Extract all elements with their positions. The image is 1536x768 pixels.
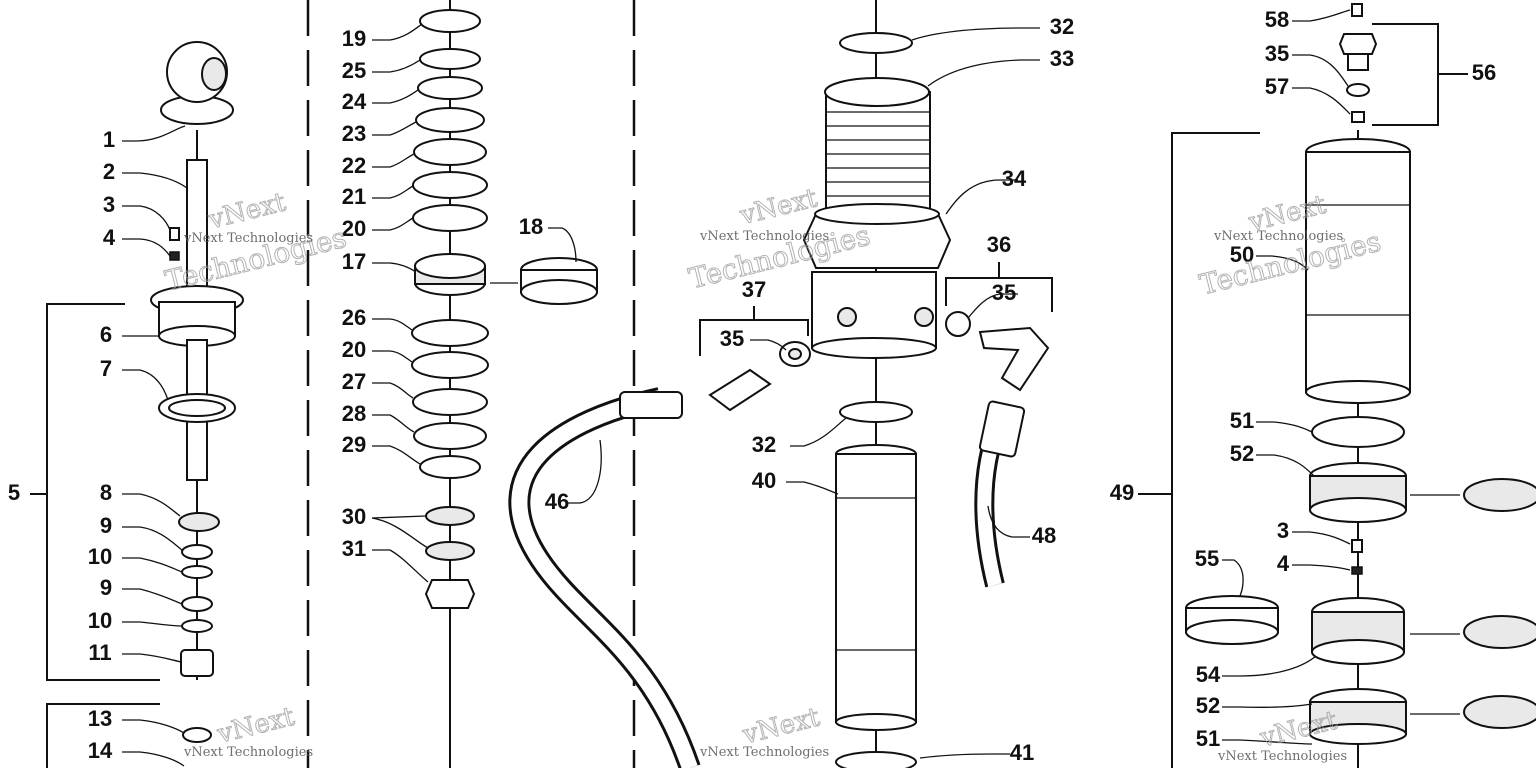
callout-label: 25 bbox=[342, 58, 366, 83]
svg-text:vNext: vNext bbox=[214, 702, 298, 750]
callout-label: 54 bbox=[1196, 662, 1221, 687]
callout-label: 30 bbox=[342, 504, 366, 529]
callout-label: 48 bbox=[1032, 523, 1056, 548]
leader-lines bbox=[122, 9, 1351, 767]
svg-text:vNext Technologies: vNext Technologies bbox=[1213, 229, 1343, 244]
callout-label: 32 bbox=[1050, 14, 1074, 39]
callout-label: 40 bbox=[752, 468, 776, 493]
callout-label: 2 bbox=[103, 159, 115, 184]
callout-label: 32 bbox=[752, 432, 776, 457]
callout-label: 13 bbox=[88, 706, 112, 731]
callout-label: 10 bbox=[88, 544, 112, 569]
callout-label: 22 bbox=[342, 153, 366, 178]
valve-stem-assembly bbox=[30, 41, 244, 768]
svg-text:vNext: vNext bbox=[739, 702, 823, 750]
callout-label: 52 bbox=[1196, 693, 1220, 718]
callout-label: 19 bbox=[342, 26, 366, 51]
callout-label: 7 bbox=[100, 356, 112, 381]
callout-label: 46 bbox=[545, 489, 569, 514]
callout-label: 21 bbox=[342, 184, 366, 209]
callout-label: 31 bbox=[342, 536, 366, 561]
callout-label: 26 bbox=[342, 305, 366, 330]
callout-label: 24 bbox=[342, 89, 367, 114]
washer-stack bbox=[411, 0, 598, 768]
callout-label: 11 bbox=[88, 640, 111, 665]
svg-text:vNext: vNext bbox=[736, 183, 820, 231]
callout-label: 9 bbox=[100, 513, 112, 538]
callout-label: 51 bbox=[1230, 408, 1254, 433]
callout-label: 41 bbox=[1010, 740, 1034, 765]
svg-text:vNext: vNext bbox=[205, 187, 289, 235]
callout-label: 5 bbox=[8, 480, 20, 505]
callout-label: 28 bbox=[342, 401, 366, 426]
callout-label: 9 bbox=[100, 575, 112, 600]
callout-label: 50 bbox=[1230, 242, 1254, 267]
callout-label: 33 bbox=[1050, 46, 1074, 71]
callout-label: 18 bbox=[519, 214, 543, 239]
pump-cylinder-assembly bbox=[508, 0, 1053, 768]
callout-label: 58 bbox=[1265, 7, 1289, 32]
callout-label: 6 bbox=[100, 322, 112, 347]
svg-text:vNext Technologies: vNext Technologies bbox=[183, 745, 313, 760]
callout-label: 51 bbox=[1196, 726, 1220, 751]
callout-label: 49 bbox=[1110, 480, 1134, 505]
callout-label: 57 bbox=[1265, 74, 1289, 99]
callout-label: 3 bbox=[1277, 518, 1289, 543]
callout-label: 20 bbox=[342, 216, 366, 241]
svg-text:vNext Technologies: vNext Technologies bbox=[699, 229, 829, 244]
callout-label: 35 bbox=[992, 280, 1016, 305]
callout-label: 4 bbox=[1277, 551, 1290, 576]
callout-label: 37 bbox=[742, 277, 766, 302]
accumulator-assembly bbox=[1138, 3, 1536, 768]
callout-label: 34 bbox=[1002, 166, 1027, 191]
callout-label: 20 bbox=[342, 337, 366, 362]
callout-label: 35 bbox=[720, 326, 744, 351]
callout-label: 4 bbox=[103, 225, 116, 250]
callout-label: 23 bbox=[342, 121, 366, 146]
callout-label: 55 bbox=[1195, 546, 1219, 571]
callout-label: 17 bbox=[342, 249, 366, 274]
callout-labels: 1 2 3 4 5 6 7 8 9 10 9 10 11 13 14 19 25… bbox=[8, 7, 1496, 765]
svg-text:vNext: vNext bbox=[1256, 705, 1340, 753]
callout-label: 14 bbox=[88, 738, 113, 763]
callout-label: 56 bbox=[1472, 60, 1496, 85]
callout-label: 27 bbox=[342, 369, 366, 394]
callout-label: 10 bbox=[88, 608, 112, 633]
callout-label: 8 bbox=[100, 480, 112, 505]
callout-label: 3 bbox=[103, 192, 115, 217]
svg-text:vNext Technologies: vNext Technologies bbox=[1217, 749, 1347, 764]
callout-label: 36 bbox=[987, 232, 1011, 257]
svg-text:vNext Technologies: vNext Technologies bbox=[183, 231, 313, 246]
callout-label: 29 bbox=[342, 432, 366, 457]
callout-label: 52 bbox=[1230, 441, 1254, 466]
svg-text:vNext Technologies: vNext Technologies bbox=[699, 745, 829, 760]
callout-label: 1 bbox=[103, 127, 115, 152]
callout-label: 35 bbox=[1265, 41, 1289, 66]
